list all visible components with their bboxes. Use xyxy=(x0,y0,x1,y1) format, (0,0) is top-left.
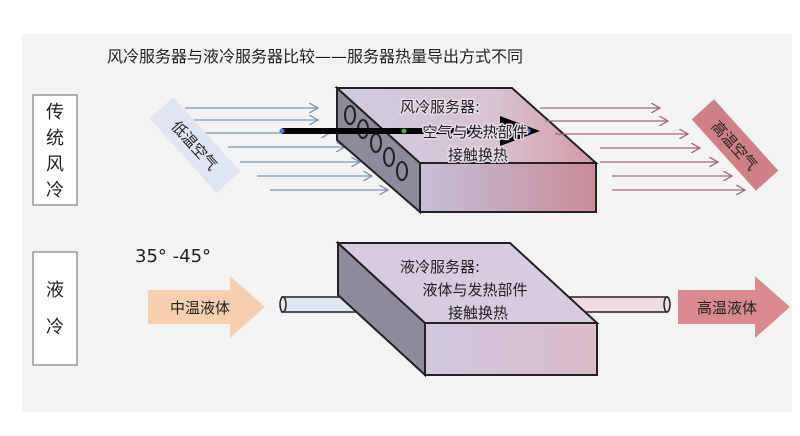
air-label-char: 冷 xyxy=(46,180,64,201)
liquid-label-char: 液 xyxy=(46,280,64,301)
svg-text:接触换热: 接触换热 xyxy=(448,304,508,322)
high-temp-liquid-arrow: 高温液体 xyxy=(678,276,790,338)
air-server-line: 风冷服务器: xyxy=(400,98,480,116)
svg-text:液体与发热部件: 液体与发热部件 xyxy=(422,281,527,299)
air-cooled-server: 风冷服务器: 空气与发热部件 接触换热 xyxy=(398,97,529,166)
hot-air-flow-arrows xyxy=(540,108,745,190)
air-cooled-server-body xyxy=(334,85,599,215)
svg-text:液冷服务器:: 液冷服务器: xyxy=(400,258,480,276)
liquid-cooling-section: 液 冷 35° -45° 中温液体 液冷服务器: 液体与发热部件 接触换热 高温… xyxy=(32,240,790,378)
air-cooling-label-box xyxy=(32,94,78,206)
cold-air-flow-arrows xyxy=(185,108,388,190)
air-label-char: 风 xyxy=(46,154,64,175)
diagram-title: 风冷服务器与液冷服务器比较——服务器热量导出方式不同 xyxy=(107,47,523,66)
svg-text:高温液体: 高温液体 xyxy=(697,299,757,317)
outlet-pipe xyxy=(569,296,671,313)
medium-temp-liquid-arrow: 中温液体 xyxy=(148,276,265,338)
air-vent-holes xyxy=(344,105,408,181)
air-server-line: 空气与发热部件 xyxy=(422,123,527,141)
liquid-cooled-server: 液冷服务器: 液体与发热部件 接触换热 xyxy=(335,240,600,378)
black-flow-arrow xyxy=(279,116,540,146)
liquid-label-char: 冷 xyxy=(46,317,64,338)
air-label-char: 传 xyxy=(46,102,64,123)
temperature-range: 35° -45° xyxy=(135,246,211,267)
air-label-char: 统 xyxy=(46,128,64,149)
liquid-cooling-label-box xyxy=(32,251,78,366)
svg-text:中温液体: 中温液体 xyxy=(170,299,230,317)
air-server-line: 接触换热 xyxy=(448,146,508,164)
